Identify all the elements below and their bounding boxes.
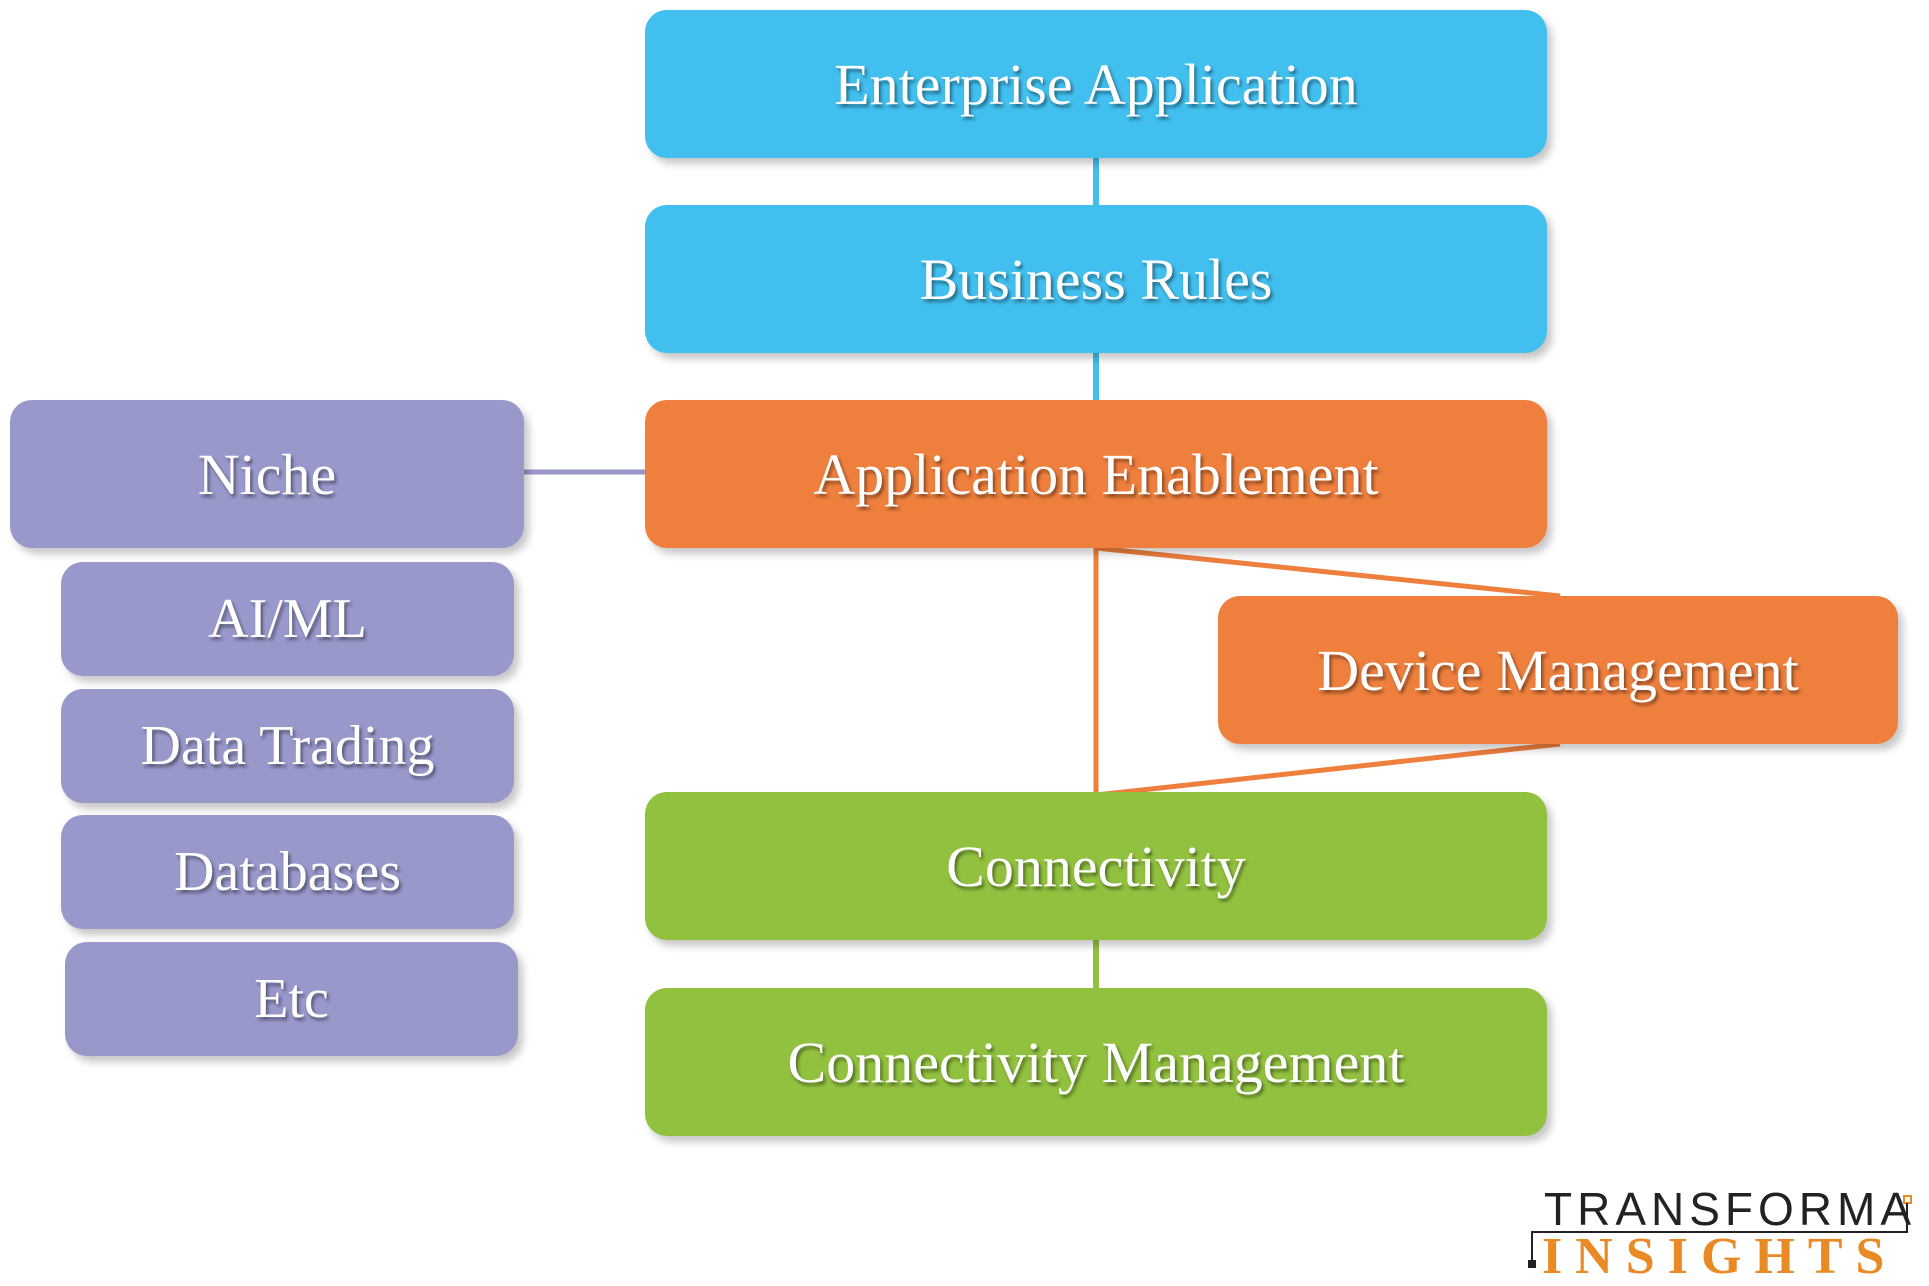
niche-label: Niche	[197, 441, 337, 507]
niche-item-data-trading: Data Trading	[61, 689, 514, 803]
device-management-label: Device Management	[1317, 637, 1799, 703]
niche-item-ai-ml: AI/ML	[61, 562, 514, 676]
business-rules-label: Business Rules	[919, 246, 1273, 312]
enterprise-application-label: Enterprise Application	[834, 51, 1358, 117]
connectivity-management-label: Connectivity Management	[787, 1029, 1405, 1095]
connectivity-label: Connectivity	[946, 833, 1246, 899]
niche-item-etc: Etc	[65, 942, 518, 1056]
niche-box: Niche	[10, 400, 524, 548]
niche-item-databases: Databases	[61, 815, 514, 929]
connectivity-box: Connectivity	[645, 792, 1547, 940]
niche-item-label: Etc	[254, 968, 329, 1030]
niche-item-label: Databases	[173, 841, 401, 903]
logo-line1: TRANSFORMA	[1544, 1183, 1916, 1235]
business-rules-box: Business Rules	[645, 205, 1547, 353]
connectivity-management-box: Connectivity Management	[645, 988, 1547, 1136]
transforma-insights-logo: TRANSFORMA INSIGHTS	[1522, 1182, 1922, 1285]
logo-frame-icon	[1528, 1195, 1912, 1268]
logo-line2: INSIGHTS	[1542, 1228, 1898, 1285]
application-enablement-box: Application Enablement	[645, 400, 1547, 548]
connector-enablement-device	[1095, 545, 1561, 599]
device-management-box: Device Management	[1218, 596, 1898, 744]
niche-item-label: Data Trading	[140, 715, 435, 777]
enterprise-application-box: Enterprise Application	[645, 10, 1547, 158]
connector-device-connectivity	[1095, 741, 1561, 798]
niche-item-label: AI/ML	[208, 588, 367, 650]
application-enablement-label: Application Enablement	[813, 441, 1379, 507]
